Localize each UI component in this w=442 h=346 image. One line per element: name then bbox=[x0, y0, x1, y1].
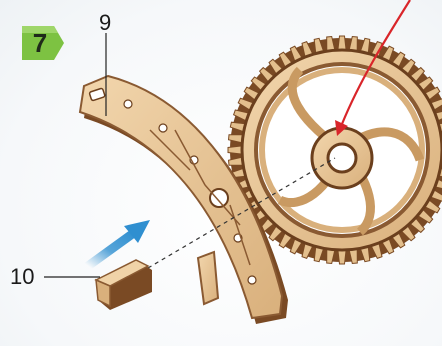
gear-tooth bbox=[338, 250, 346, 264]
step-badge: 7 bbox=[22, 26, 66, 60]
block-part-10 bbox=[96, 260, 152, 310]
step-number: 7 bbox=[22, 26, 58, 60]
gear-tooth bbox=[228, 146, 242, 154]
gear-tooth bbox=[338, 36, 346, 50]
part-callout-9: 9 bbox=[99, 10, 111, 36]
arrow-up-right-icon bbox=[88, 220, 150, 266]
part-callout-10: 10 bbox=[10, 264, 34, 290]
